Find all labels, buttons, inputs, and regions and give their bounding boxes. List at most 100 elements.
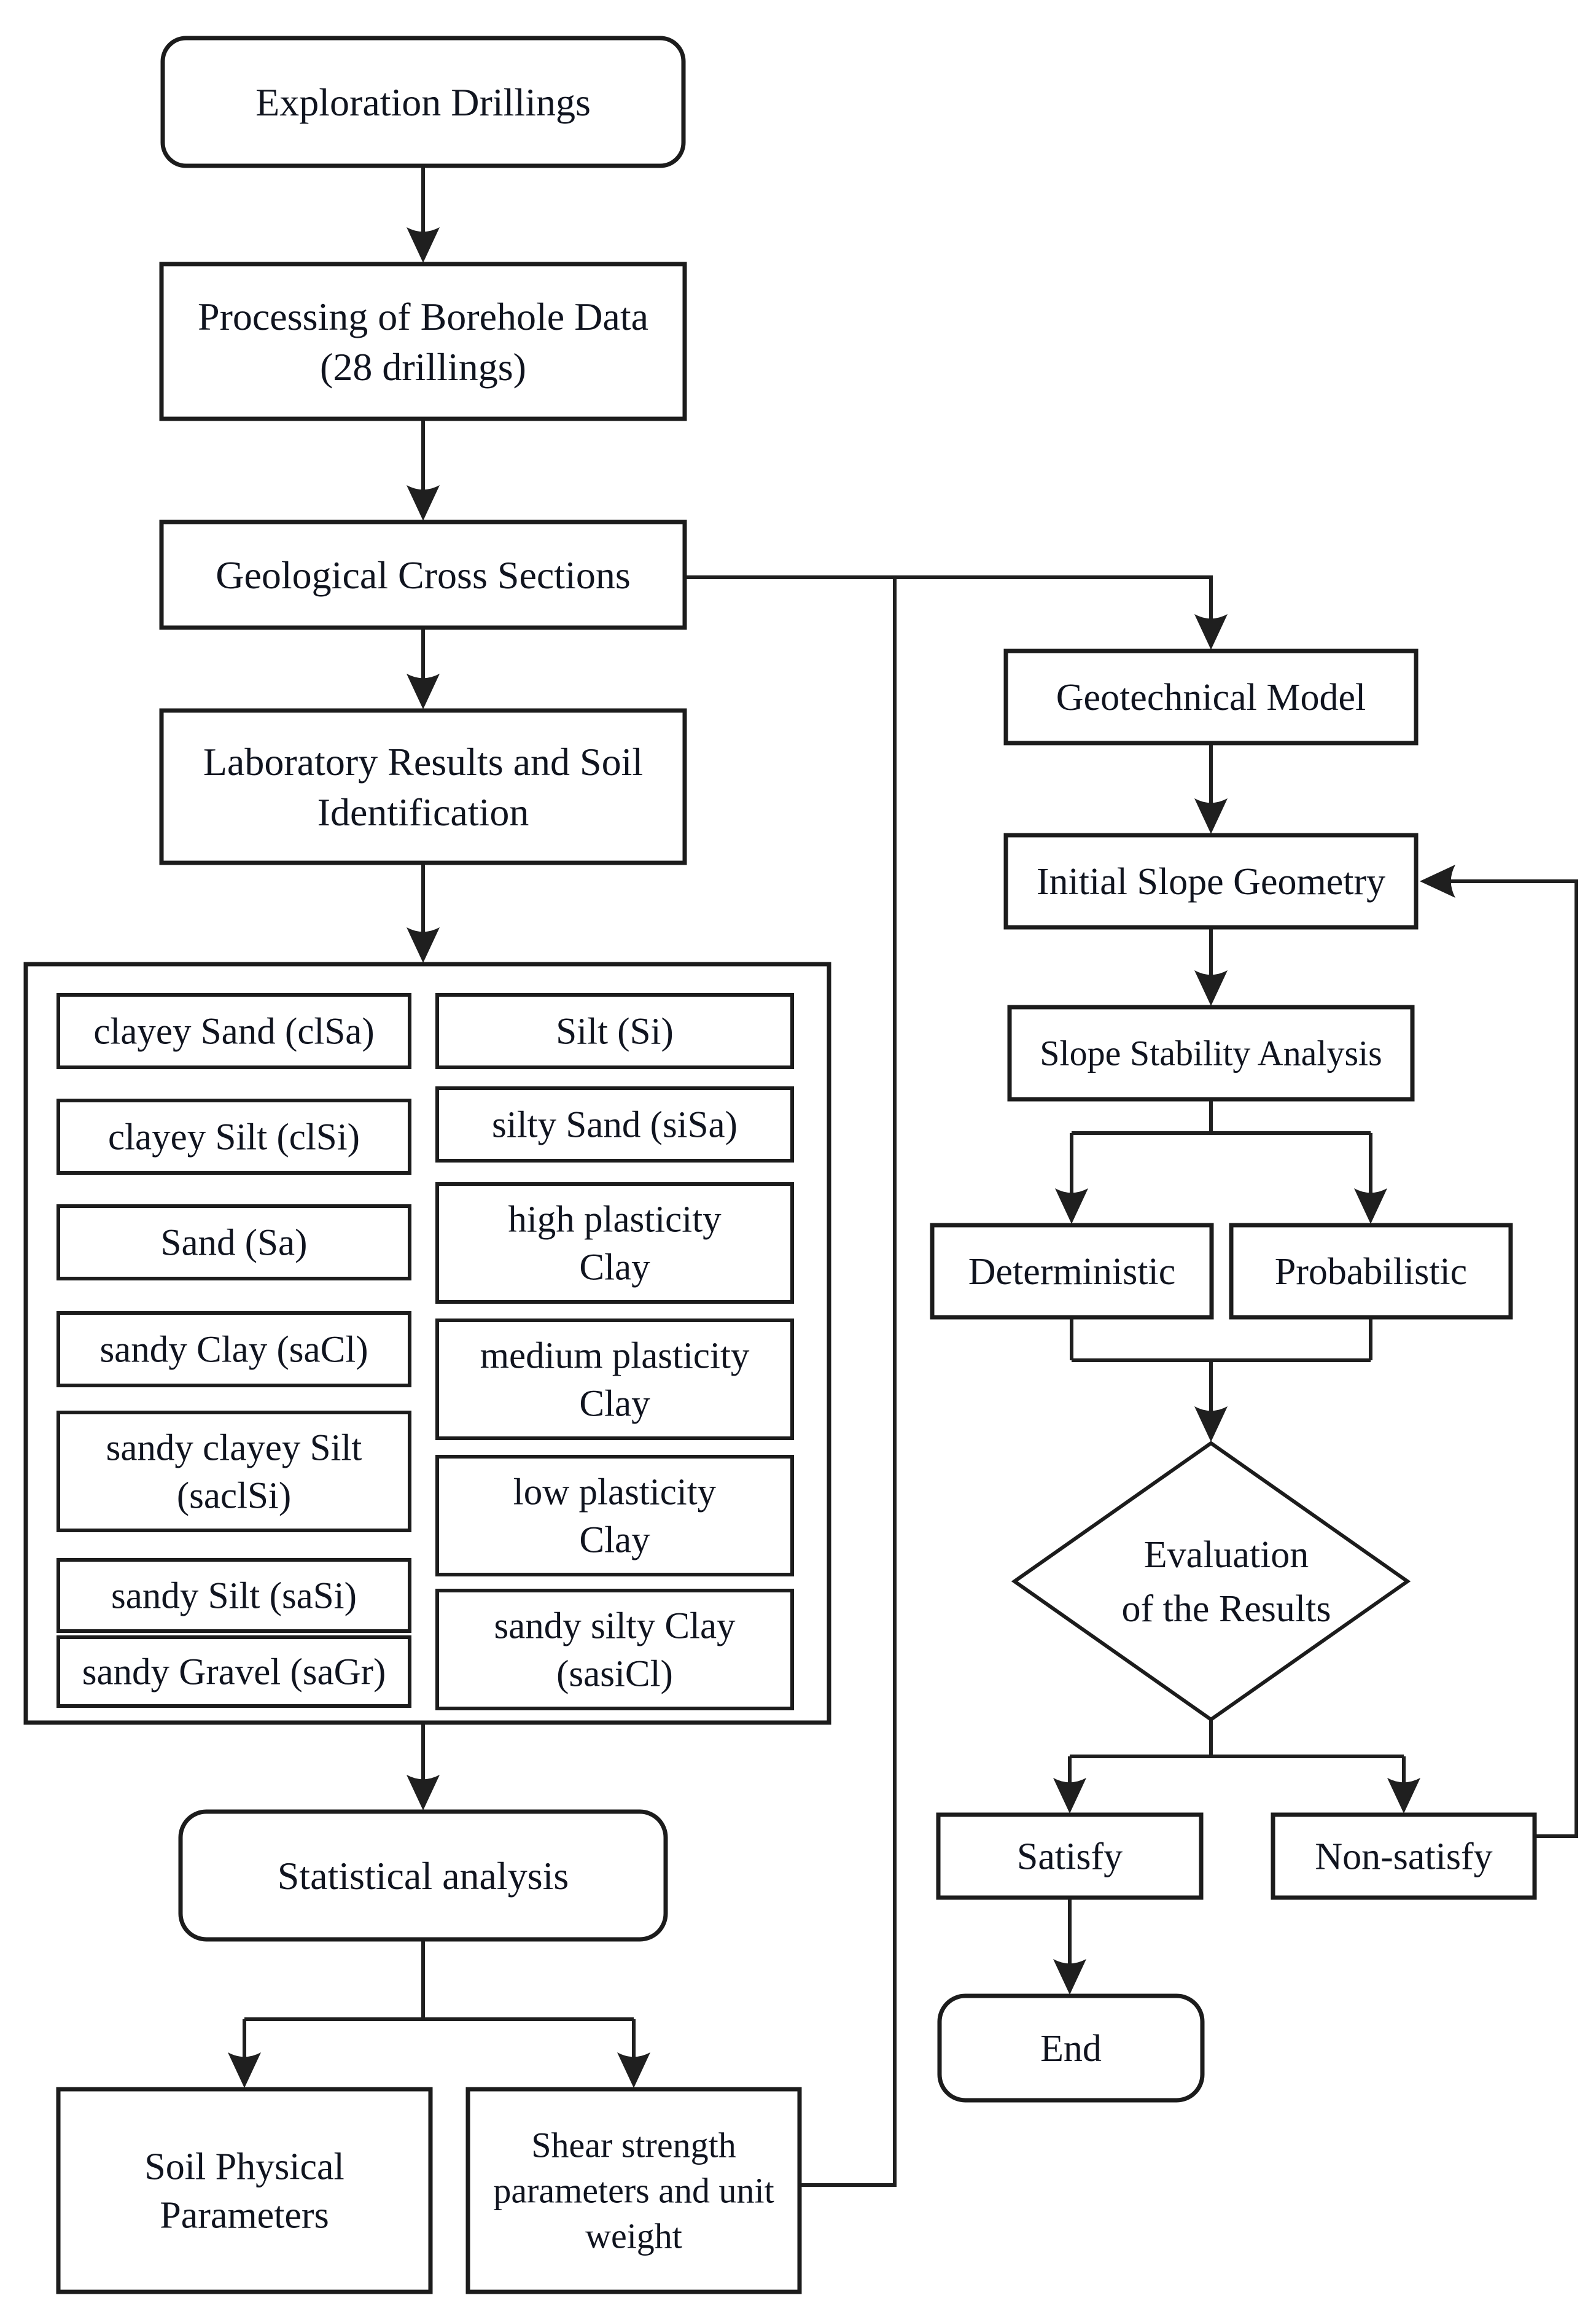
soil-physical-parameters-label: Soil Physical — [144, 2146, 345, 2188]
arrowhead-2 — [407, 674, 440, 709]
clayey-sand: clayey Sand (clSa) — [56, 993, 411, 1069]
processing-borehole-data-label: (28 drillings) — [320, 345, 526, 389]
sandy-silty-clay-shape — [435, 1589, 794, 1710]
shear-strength-parameters-label: Shear strength — [531, 2125, 736, 2165]
statistical-analysis-label: Statistical analysis — [278, 1854, 569, 1898]
sandy-silty-clay-label: sandy silty Clay — [494, 1606, 736, 1647]
evaluation-of-results-label: Evaluation — [1144, 1534, 1309, 1576]
shear-strength-parameters-label: parameters and unit — [493, 2171, 774, 2211]
processing-borehole-data-label: Processing of Borehole Data — [198, 295, 648, 338]
end: End — [937, 1993, 1205, 2103]
sand-shape — [56, 1204, 411, 1280]
arrowhead-11 — [1194, 798, 1228, 834]
geological-cross-sections-label: Geological Cross Sections — [216, 553, 630, 597]
silt: Silt (Si) — [435, 993, 794, 1069]
medium-plasticity-clay-label: medium plasticity — [480, 1336, 750, 1377]
deterministic: Deterministic — [930, 1223, 1214, 1320]
sandy-clayey-silt-label: sandy clayey Silt — [106, 1428, 362, 1469]
silt-label: Silt (Si) — [556, 1011, 674, 1053]
deterministic-label: Deterministic — [968, 1251, 1175, 1293]
arrowhead-8 — [617, 2052, 650, 2088]
geological-cross-sections: Geological Cross Sections — [159, 520, 687, 630]
clayey-sand-shape — [56, 993, 411, 1069]
sandy-clay-label: sandy Clay (saCl) — [99, 1330, 368, 1371]
connector-10 — [800, 577, 897, 2187]
silty-sand-shape — [435, 1086, 794, 1163]
initial-slope-geometry-shape — [1003, 833, 1419, 930]
silty-sand-label: silty Sand (siSa) — [492, 1105, 738, 1146]
connectors — [228, 166, 1578, 2187]
satisfy: Satisfy — [936, 1812, 1204, 1900]
sandy-gravel: sandy Gravel (saGr) — [56, 1635, 411, 1708]
sandy-silt-shape — [56, 1558, 411, 1633]
silty-sand: silty Sand (siSa) — [435, 1086, 794, 1163]
evaluation-of-results-label: of the Results — [1122, 1588, 1331, 1630]
clayey-silt-shape — [56, 1099, 411, 1175]
shear-strength-parameters-label: weight — [585, 2216, 682, 2256]
satisfy-label: Satisfy — [1017, 1836, 1123, 1878]
arrowhead-1 — [407, 485, 440, 521]
arrowhead-20 — [1194, 1406, 1228, 1442]
statistical-analysis: Statistical analysis — [178, 1809, 668, 1942]
arrowhead-4 — [407, 1775, 440, 1810]
shear-strength-parameters-shape — [465, 2087, 802, 2294]
geological-cross-sections-shape — [159, 520, 687, 630]
end-label: End — [1040, 2028, 1102, 2070]
clayey-sand-label: clayey Sand (clSa) — [93, 1011, 374, 1053]
geotechnical-model-shape — [1003, 649, 1419, 746]
laboratory-results-label: Laboratory Results and Soil — [203, 740, 643, 784]
medium-plasticity-clay-label: Clay — [579, 1384, 650, 1425]
non-satisfy-label: Non-satisfy — [1315, 1836, 1492, 1878]
sandy-silty-clay-label: (sasiCl) — [556, 1654, 673, 1695]
arrowhead-26 — [1420, 865, 1455, 898]
processing-borehole-data-shape — [159, 262, 687, 421]
low-plasticity-clay-shape — [435, 1455, 794, 1576]
exploration-drillings-label: Exploration Drillings — [255, 80, 591, 124]
initial-slope-geometry: Initial Slope Geometry — [1003, 833, 1419, 930]
slope-stability-analysis: Slope Stability Analysis — [1007, 1005, 1415, 1102]
sandy-gravel-shape — [56, 1635, 411, 1708]
arrowhead-15 — [1055, 1188, 1088, 1224]
arrowhead-9 — [1194, 614, 1228, 650]
arrowhead-24 — [1387, 1778, 1420, 1813]
high-plasticity-clay-label: high plasticity — [508, 1199, 722, 1241]
arrowhead-23 — [1053, 1778, 1086, 1813]
clayey-silt: clayey Silt (clSi) — [56, 1099, 411, 1175]
sand: Sand (Sa) — [56, 1204, 411, 1280]
arrowhead-3 — [407, 927, 440, 963]
slope-stability-analysis-shape — [1007, 1005, 1415, 1102]
satisfy-shape — [936, 1812, 1204, 1900]
high-plasticity-clay-shape — [435, 1182, 794, 1304]
sandy-clayey-silt: sandy clayey Silt(saclSi) — [56, 1411, 411, 1532]
shear-strength-parameters: Shear strength parameters and unit weight — [465, 2087, 802, 2294]
exploration-drillings-shape — [160, 36, 686, 168]
arrowhead-16 — [1354, 1188, 1387, 1224]
sandy-silt-label: sandy Silt (saSi) — [111, 1576, 357, 1617]
connector-26 — [1447, 879, 1578, 1838]
medium-plasticity-clay-shape — [435, 1319, 794, 1440]
probabilistic-label: Probabilistic — [1275, 1251, 1467, 1293]
end-shape — [937, 1993, 1205, 2103]
sand-label: Sand (Sa) — [161, 1223, 308, 1264]
deterministic-shape — [930, 1223, 1214, 1320]
non-satisfy-shape — [1271, 1812, 1537, 1900]
clayey-silt-label: clayey Silt (clSi) — [108, 1117, 360, 1158]
geotechnical-model-label: Geotechnical Model — [1056, 677, 1366, 719]
probabilistic-shape — [1229, 1223, 1513, 1320]
high-plasticity-clay-label: Clay — [579, 1247, 650, 1288]
low-plasticity-clay-label: low plasticity — [513, 1472, 717, 1513]
exploration-drillings: Exploration Drillings — [160, 36, 686, 168]
laboratory-results: Laboratory Results and SoilIdentificatio… — [159, 708, 687, 865]
connector-9 — [685, 575, 1213, 623]
processing-borehole-data: Processing of Borehole Data (28 drillings… — [159, 262, 687, 421]
sandy-clay: sandy Clay (saCl) — [56, 1311, 411, 1387]
non-satisfy: Non-satisfy — [1271, 1812, 1537, 1900]
sandy-silt: sandy Silt (saSi) — [56, 1558, 411, 1633]
arrowhead-25 — [1053, 1959, 1086, 1995]
